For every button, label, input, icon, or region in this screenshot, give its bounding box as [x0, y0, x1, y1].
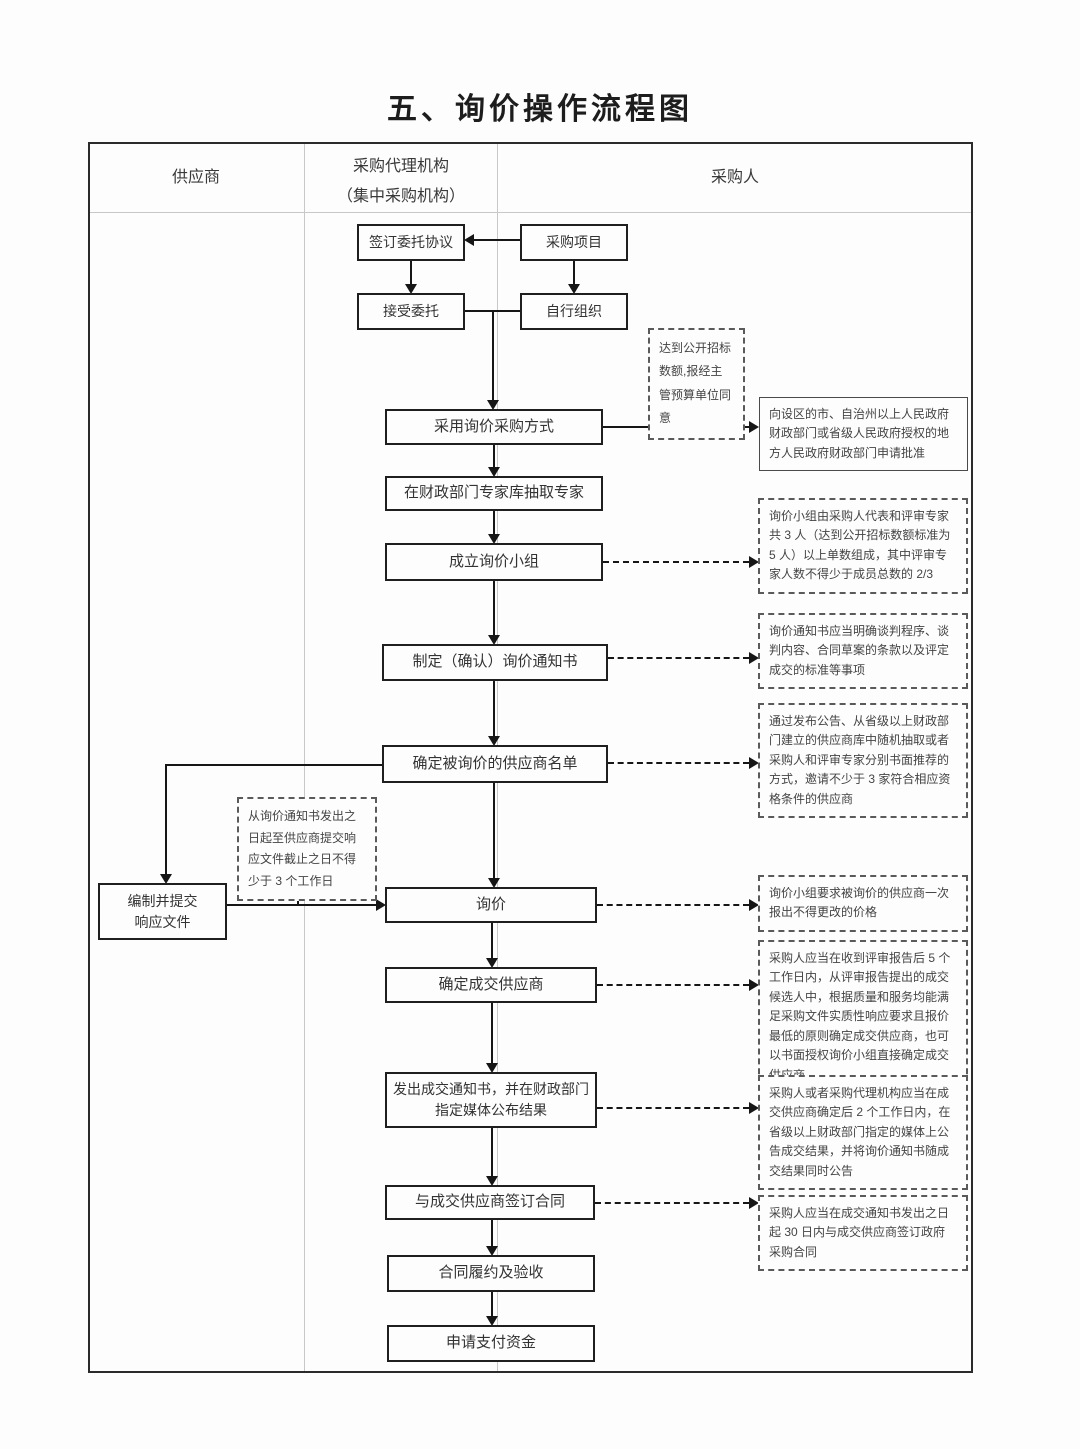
note-contract-deadline: 采购人应当在成交通知书发出之日起 30 日内与成交供应商签订政府采购合同: [758, 1195, 968, 1272]
dashed-group-to-note-line: [603, 561, 749, 563]
arrow-prepare-to-inquiry-line: [227, 904, 376, 906]
arrow-issue-to-contract-head: [486, 1176, 498, 1186]
node-accept-entrust: 接受委托: [357, 293, 465, 330]
route-list-to-prepare-head: [160, 874, 172, 884]
arrow-group-to-notice-head: [488, 635, 500, 645]
arrow-prepare-to-inquiry-head: [376, 899, 386, 911]
arrow-adopt-to-experts-head: [488, 467, 500, 477]
arrow-agreement-to-accept-line: [410, 261, 412, 285]
dashed-contract-to-note-line: [595, 1202, 749, 1204]
note-one-quote: 询价小组要求被询价的供应商一次报出不得更改的价格: [758, 875, 968, 932]
node-determine-list: 确定被询价的供应商名单: [382, 745, 608, 783]
arrow-inquiry-to-supplier-line: [491, 923, 493, 958]
arrow-supplier-to-issue-head: [486, 1063, 498, 1073]
node-sign-contract: 与成交供应商签订合同: [385, 1185, 595, 1220]
note-notice-content: 询价通知书应当明确谈判程序、谈判内容、合同草案的条款以及评定成交的标准等事项: [758, 613, 968, 690]
node-extract-experts: 在财政部门专家库抽取专家: [385, 476, 603, 511]
arrow-inquiry-to-supplier-head: [486, 958, 498, 968]
node-make-notice: 制定（确认）询价通知书: [382, 644, 608, 681]
arrow-project-to-selforganize-line: [573, 261, 575, 285]
arrow-to-adopt-inquiry-head: [487, 400, 499, 410]
arrow-contract-to-performance-line: [491, 1220, 493, 1246]
node-determine-supplier: 确定成交供应商: [385, 967, 597, 1003]
arrow-experts-to-group-line: [493, 511, 495, 534]
dashed-notice-to-note-head: [749, 652, 759, 664]
arrow-notice-to-list-line: [493, 681, 495, 736]
dashed-notice-to-note-line: [608, 657, 749, 659]
lane-agency: 采购代理机构 （集中采购机构）: [305, 152, 497, 213]
arrow-performance-to-payment-line: [491, 1292, 493, 1316]
arrow-project-to-agreement-head: [464, 234, 474, 246]
dashed-list-to-note-line: [608, 762, 749, 764]
lane-agency-line1: 采购代理机构: [352, 158, 449, 175]
node-apply-payment: 申请支付资金: [387, 1325, 595, 1362]
note-announce-result: 采购人或者采购代理机构应当在成交供应商确定后 2 个工作日内，在省级以上财政部门…: [758, 1075, 968, 1191]
arrow-notice-to-list-head: [488, 736, 500, 746]
flowchart-frame: [88, 142, 973, 1373]
arrow-project-to-agreement-line: [473, 239, 520, 241]
arrow-supplier-to-issue-line: [491, 1003, 493, 1063]
dashed-list-to-note-head: [749, 757, 759, 769]
dashed-inquiry-to-note-line: [597, 904, 749, 906]
arrow-issue-to-contract-line: [491, 1128, 493, 1176]
node-sign-agreement: 签订委托协议: [357, 224, 465, 261]
arrow-adopt-to-experts-line: [493, 445, 495, 467]
note-reach-threshold: 达到公开招标数额,报经主管预算单位同意: [648, 328, 745, 440]
node-prepare-docs: 编制并提交 响应文件: [98, 883, 227, 940]
arrow-performance-to-payment-head: [486, 1316, 498, 1326]
node-procurement-project: 采购项目: [520, 224, 628, 261]
arrow-contract-to-performance-head: [486, 1246, 498, 1256]
header-divider: [90, 212, 971, 213]
note-apply-approval: 向设区的市、自治州以上人民政府财政部门或省级人民政府授权的地方人民政府财政部门申…: [759, 397, 968, 472]
page-title: 五、询价操作流程图: [387, 93, 693, 126]
note-supplier-selection: 通过发布公告、从省级以上财政部门建立的供应商库中随机抽取或者采购人和评审专家分别…: [758, 703, 968, 819]
arrow-list-to-inquiry-line: [493, 783, 495, 878]
dashed-issue-to-note-line: [597, 1107, 749, 1109]
lane-supplier: 供应商: [171, 169, 220, 186]
node-adopt-inquiry: 采用询价采购方式: [385, 409, 603, 445]
lane-divider-1: [304, 144, 305, 1371]
note-response-deadline: 从询价通知书发出之日起至供应商提交响应文件截止之日不得少于 3 个工作日: [237, 797, 377, 902]
node-form-group: 成立询价小组: [385, 543, 603, 581]
dashed-supplier-to-note-head: [749, 979, 759, 991]
dashed-issue-to-note-head: [749, 1102, 759, 1114]
node-self-organize: 自行组织: [520, 293, 628, 330]
dashed-contract-to-note-head: [749, 1197, 759, 1209]
arrow-to-adopt-inquiry-line: [492, 311, 494, 400]
dashed-supplier-to-note-line: [597, 984, 749, 986]
lane-agency-line2: （集中采购机构）: [336, 188, 465, 206]
note-group-composition: 询价小组由采购人代表和评审专家共 3 人（达到公开招标数额标准为 5 人）以上单…: [758, 498, 968, 594]
node-prepare-docs-line1: 编制并提交: [127, 892, 198, 909]
arrow-group-to-notice-line: [493, 581, 495, 635]
arrow-agreement-to-accept-head: [405, 284, 417, 294]
node-issue-notice: 发出成交通知书，并在财政部门指定媒体公布结果: [385, 1072, 597, 1128]
node-inquiry: 询价: [385, 887, 597, 923]
note-determine-rule: 采购人应当在收到评审报告后 5 个工作日内，从评审报告提出的成交候选人中，根据质…: [758, 940, 968, 1095]
arrow-adopt-to-approval-head: [749, 421, 759, 433]
arrow-project-to-selforganize-head: [568, 284, 580, 294]
node-prepare-docs-line2: 响应文件: [134, 913, 191, 930]
arrow-experts-to-group-head: [488, 534, 500, 544]
route-list-to-prepare-vline: [165, 764, 167, 874]
dashed-group-to-note-head: [749, 556, 759, 568]
lane-purchaser: 采购人: [710, 169, 759, 186]
node-contract-performance: 合同履约及验收: [387, 1255, 595, 1292]
route-list-to-prepare-hline: [165, 764, 382, 766]
arrow-list-to-inquiry-head: [488, 878, 500, 888]
dashed-inquiry-to-note-head: [749, 899, 759, 911]
